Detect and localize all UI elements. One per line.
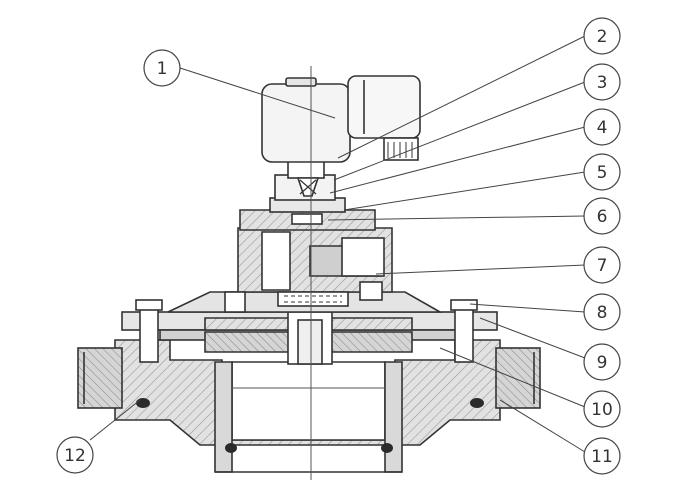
left-bolt <box>139 303 159 363</box>
callout-4-label: 4 <box>597 118 608 138</box>
right-bolt <box>454 303 474 363</box>
bottom-right-seal <box>381 443 393 453</box>
callout-7: 7 <box>583 246 621 284</box>
callout-10: 10 <box>583 390 621 428</box>
callout-2-label: 2 <box>597 27 608 47</box>
callout-10-label: 10 <box>591 400 613 420</box>
right-port-seal <box>470 398 484 408</box>
callout-5: 5 <box>583 153 621 191</box>
callout-4: 4 <box>583 108 621 146</box>
coil-connector <box>347 75 421 139</box>
callout-7-label: 7 <box>597 256 608 276</box>
callout-11-label: 11 <box>591 447 613 467</box>
flange-plate <box>121 299 498 365</box>
callout-9: 9 <box>583 343 621 381</box>
callout-12-label: 12 <box>64 446 86 466</box>
bottom-left-seal <box>225 443 237 453</box>
left-port-seal <box>136 398 150 408</box>
pilot-head <box>239 197 376 231</box>
callout-1: 1 <box>143 49 181 87</box>
callout-5-label: 5 <box>597 163 608 183</box>
callout-3-label: 3 <box>597 73 608 93</box>
callout-9-label: 9 <box>597 353 608 373</box>
callout-2: 2 <box>583 17 621 55</box>
callout-6-label: 6 <box>597 207 608 227</box>
solenoid-coil <box>261 75 421 163</box>
leader-lines <box>89 35 586 453</box>
armature <box>274 159 336 201</box>
spring <box>277 291 349 307</box>
valve-body <box>77 339 541 473</box>
callout-12: 12 <box>56 436 94 474</box>
callout-8-label: 8 <box>597 303 608 323</box>
callout-1-label: 1 <box>157 59 168 79</box>
valve-cover <box>167 227 444 313</box>
callout-11: 11 <box>583 437 621 475</box>
callout-8: 8 <box>583 293 621 331</box>
callout-6: 6 <box>583 197 621 235</box>
callout-3: 3 <box>583 63 621 101</box>
